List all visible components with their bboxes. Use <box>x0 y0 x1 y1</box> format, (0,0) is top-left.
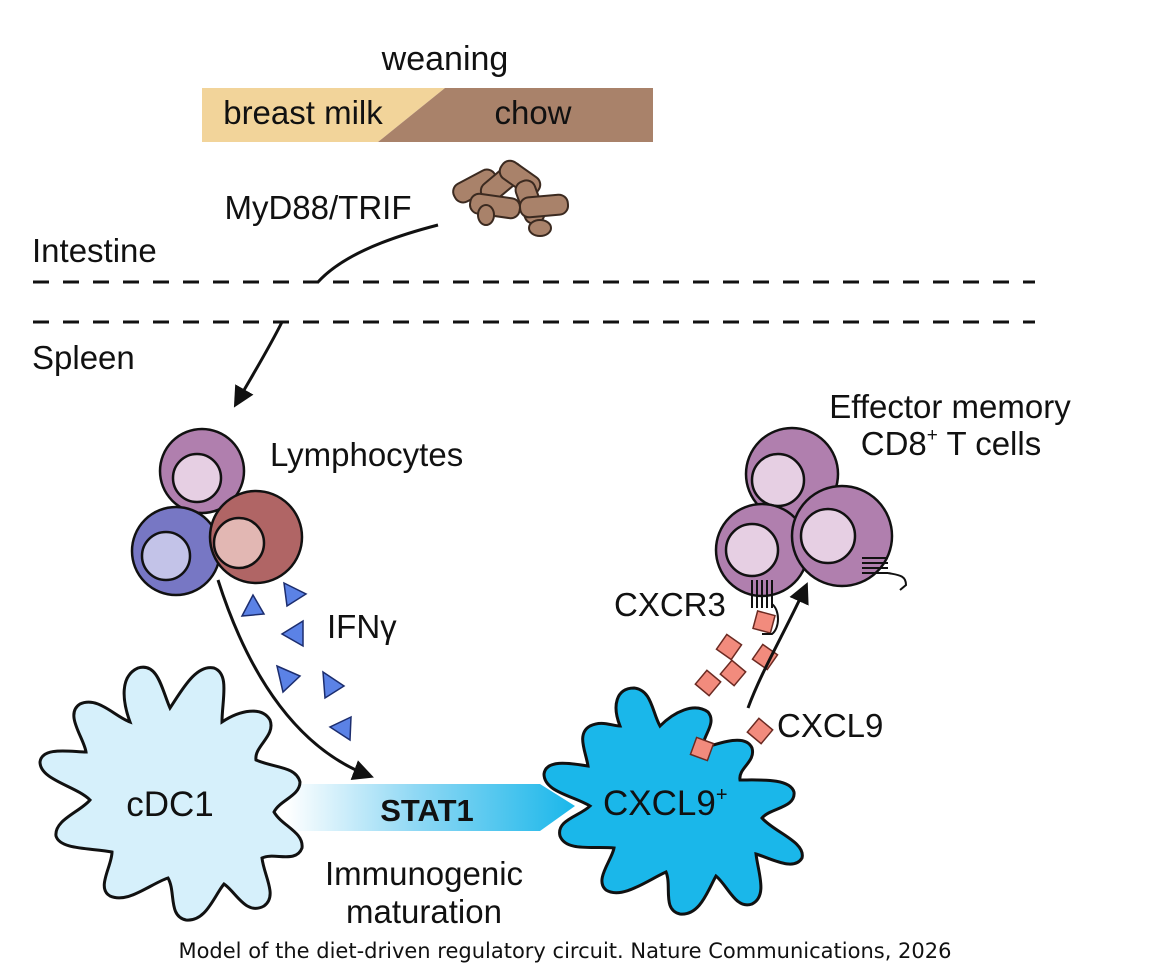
ifng-arrow-to-stat1 <box>216 579 374 780</box>
signal-arrow-to-lymphocytes <box>233 321 284 408</box>
chow-segment <box>378 88 653 142</box>
maturation-label-line1: Immunogenic <box>325 855 523 892</box>
cxcl9-label: CXCL9 <box>777 707 883 744</box>
ifng-label: IFNγ <box>327 608 397 645</box>
signal-line-intestine <box>316 223 439 284</box>
spleen-label: Spleen <box>32 339 135 376</box>
chow-label: chow <box>494 94 571 131</box>
tcell-cluster <box>714 426 894 598</box>
tcells-label-line2: CD8+ T cells <box>861 425 1041 462</box>
cxcl9-cell-label: CXCL9+ <box>603 784 728 823</box>
cdc1-label: cDC1 <box>126 785 214 824</box>
weaning-title: weaning <box>381 40 509 78</box>
intestine-label: Intestine <box>32 232 157 269</box>
cxcl9-molecules <box>689 610 779 762</box>
figure-caption: Model of the diet-driven regulatory circ… <box>178 939 951 963</box>
lymphocyte-cluster <box>130 427 304 597</box>
breast-milk-segment <box>202 88 445 142</box>
maturation-label-line2: maturation <box>346 893 502 930</box>
chow-pellets-icon <box>452 159 570 237</box>
lymphocytes-label: Lymphocytes <box>270 436 463 473</box>
cxcr3-receptor-icon <box>751 557 908 635</box>
cxcr3-label: CXCR3 <box>614 586 726 623</box>
myd88-trif-label: MyD88/TRIF <box>224 189 411 226</box>
cdc1-cell <box>38 665 304 922</box>
breast-milk-label: breast milk <box>223 94 383 131</box>
ifng-molecules <box>240 581 352 742</box>
stat1-label: STAT1 <box>380 793 474 828</box>
migration-arrow <box>746 582 809 709</box>
tcells-label-line1: Effector memory <box>829 388 1071 425</box>
stat1-arrow <box>286 784 575 831</box>
